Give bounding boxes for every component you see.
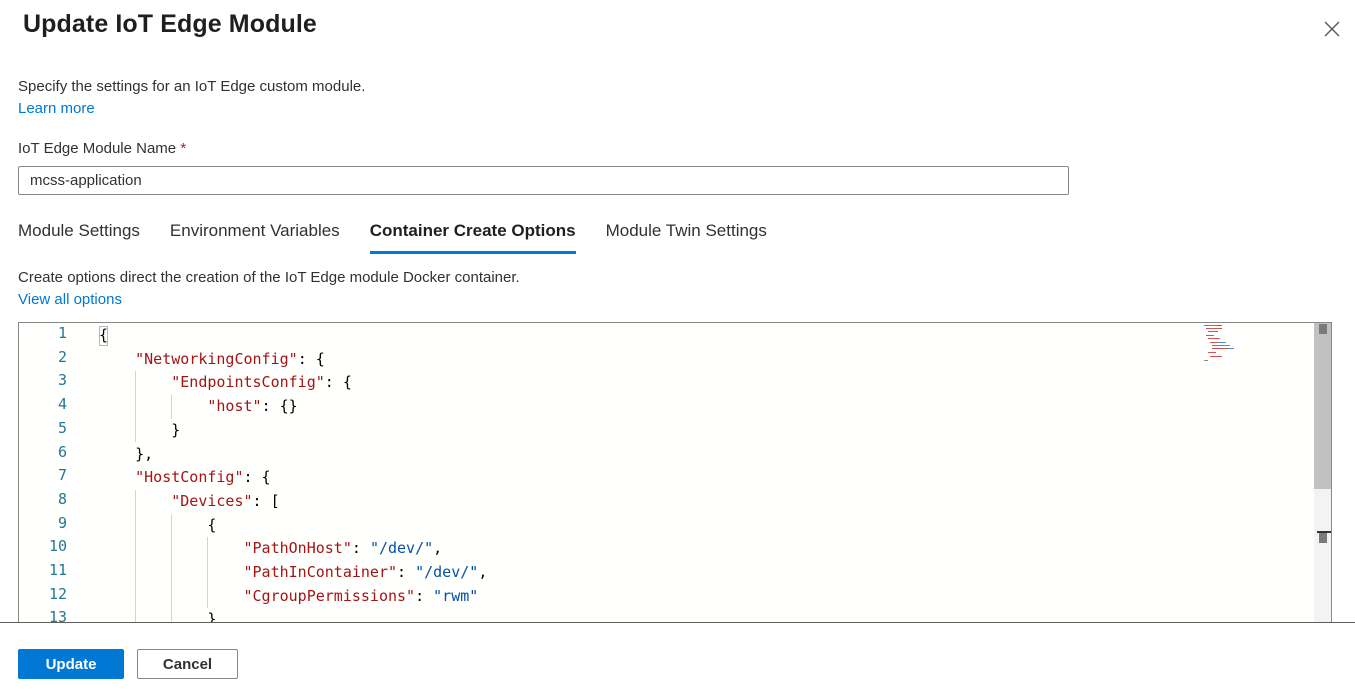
- json-punctuation: },: [99, 444, 154, 463]
- tab-container-create-options[interactable]: Container Create Options: [369, 219, 576, 254]
- module-name-label: IoT Edge Module Name *: [18, 140, 186, 157]
- code-line[interactable]: "NetworkingConfig": {: [99, 348, 325, 370]
- update-button[interactable]: Update: [18, 649, 124, 679]
- indent-guide: [207, 537, 209, 609]
- line-number: 6: [57, 442, 67, 461]
- json-punctuation: :: [351, 539, 370, 558]
- cancel-button[interactable]: Cancel: [137, 649, 238, 679]
- json-key: "host": [207, 397, 262, 416]
- view-all-options-link[interactable]: View all options: [18, 291, 122, 308]
- line-number: 13: [48, 608, 67, 622]
- line-number: 10: [48, 537, 67, 556]
- code-line[interactable]: "PathOnHost": "/dev/",: [99, 537, 443, 559]
- json-punctuation: ,: [478, 563, 488, 581]
- module-name-input[interactable]: [18, 166, 1069, 195]
- json-punctuation: }: [99, 420, 181, 439]
- line-number: 7: [57, 466, 67, 485]
- panel-footer: Update Cancel: [0, 622, 1355, 691]
- code-line[interactable]: "Devices": [: [99, 490, 280, 512]
- settings-tabs: Module Settings Environment Variables Co…: [18, 219, 797, 255]
- json-punctuation: : {: [297, 349, 325, 368]
- json-key: "HostConfig": [135, 468, 244, 487]
- indent-guide: [171, 513, 173, 622]
- json-string: "/dev/": [415, 563, 479, 581]
- json-punctuation: :: [415, 586, 434, 605]
- editor-scrollbar[interactable]: [1314, 323, 1331, 622]
- code-line[interactable]: "host": {}: [99, 395, 298, 417]
- code-line[interactable]: {: [99, 324, 108, 346]
- editor-scrollbar-thumb[interactable]: [1314, 323, 1331, 489]
- tab-module-twin-settings[interactable]: Module Twin Settings: [605, 221, 767, 240]
- code-line[interactable]: "EndpointsConfig": {: [99, 371, 352, 393]
- code-minimap[interactable]: [1202, 323, 1262, 383]
- json-punctuation: [99, 350, 135, 368]
- code-line[interactable]: "CgroupPermissions": "rwm": [99, 585, 479, 607]
- json-punctuation: : {: [243, 468, 271, 487]
- json-punctuation: {: [99, 326, 109, 344]
- tab-module-settings[interactable]: Module Settings: [18, 221, 140, 240]
- json-punctuation: [99, 468, 135, 486]
- json-key: "PathOnHost": [243, 539, 352, 558]
- learn-more-link[interactable]: Learn more: [18, 100, 95, 117]
- line-number: 9: [57, 513, 67, 532]
- json-punctuation: : {}: [261, 397, 298, 416]
- json-punctuation: ,: [433, 539, 443, 558]
- json-punctuation: : [: [252, 491, 280, 510]
- indent-guide: [171, 395, 173, 419]
- scrollbar-marker: [1319, 324, 1327, 334]
- indent-guide: [135, 371, 137, 443]
- json-string: "/dev/": [369, 539, 434, 558]
- code-line[interactable]: "PathInContainer": "/dev/",: [99, 561, 488, 583]
- close-icon: [1324, 21, 1340, 37]
- code-line[interactable]: "HostConfig": {: [99, 466, 271, 488]
- code-line[interactable]: },: [99, 443, 153, 465]
- json-punctuation: }: [99, 610, 217, 622]
- line-number: 2: [57, 347, 67, 366]
- json-string: "rwm": [433, 586, 479, 605]
- panel-description: Specify the settings for an IoT Edge cus…: [18, 78, 366, 95]
- json-punctuation: [99, 397, 207, 415]
- module-name-label-text: IoT Edge Module Name: [18, 140, 177, 157]
- required-marker: *: [180, 140, 187, 157]
- json-key: "PathInContainer": [243, 563, 398, 581]
- code-area[interactable]: { "NetworkingConfig": { "EndpointsConfig…: [99, 323, 1311, 622]
- line-number: 1: [57, 324, 67, 342]
- indent-guide: [135, 489, 137, 622]
- json-punctuation: {: [99, 515, 217, 534]
- tab-environment-variables[interactable]: Environment Variables: [169, 221, 340, 240]
- create-options-description: Create options direct the creation of th…: [18, 269, 520, 286]
- json-key: "Devices": [171, 491, 253, 510]
- line-number: 11: [48, 561, 67, 579]
- line-number: 8: [57, 489, 67, 508]
- close-button[interactable]: [1321, 18, 1343, 40]
- line-number: 3: [57, 371, 67, 390]
- code-line[interactable]: {: [99, 514, 216, 536]
- line-number: 4: [57, 395, 67, 414]
- line-number: 12: [48, 584, 67, 603]
- bracket-match-highlight: [99, 326, 108, 346]
- code-line[interactable]: }: [99, 608, 216, 622]
- json-punctuation: : {: [324, 373, 352, 392]
- scrollbar-marker: [1317, 531, 1331, 543]
- json-punctuation: :: [397, 563, 416, 581]
- json-key: "EndpointsConfig": [171, 373, 325, 392]
- panel-title: Update IoT Edge Module: [23, 10, 317, 38]
- json-key: "NetworkingConfig": [135, 349, 298, 368]
- json-key: "CgroupPermissions": [243, 586, 416, 605]
- code-line[interactable]: }: [99, 419, 180, 441]
- line-number: 5: [57, 418, 67, 437]
